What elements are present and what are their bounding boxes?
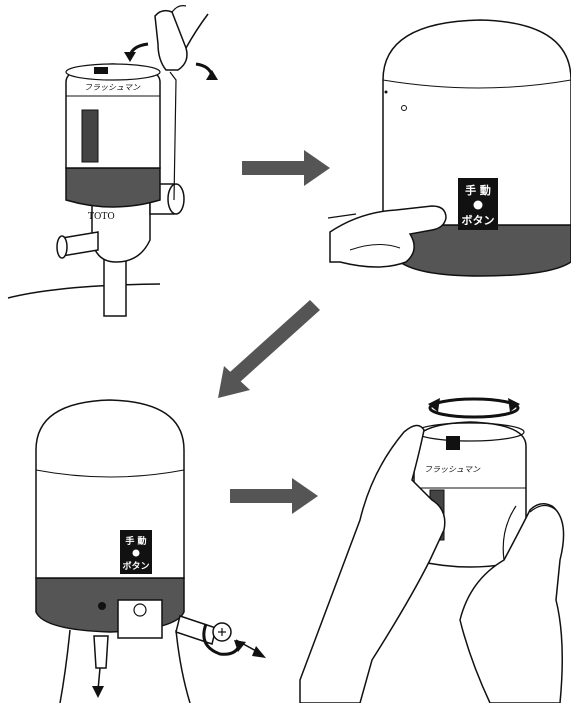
panel-press-manual-button: 手 動 ボタン — [328, 20, 571, 276]
arrow-right-icon — [242, 150, 330, 186]
strainer-side — [176, 616, 216, 644]
manual-button-label-1: 手 動 — [465, 183, 491, 197]
arrow-right-icon — [230, 478, 318, 514]
brand-label: TOTO — [88, 212, 115, 222]
manual-button[interactable]: 手 動 ボタン — [120, 530, 152, 574]
arrow-down-left-icon — [218, 300, 320, 398]
manual-button[interactable]: 手 動 ボタン — [458, 178, 498, 230]
hand — [155, 11, 187, 70]
panel-remove-cap: TOTO フラッシュマン — [8, 6, 218, 316]
panel-remove-strainer: 手 動 ボタン — [36, 400, 266, 703]
panel-reattach-cap: フラッシュマン — [300, 398, 564, 703]
manual-button-label-1: 手 動 — [125, 535, 146, 547]
flush-unit-cover — [36, 400, 184, 578]
manual-button-label-2: ボタン — [122, 560, 149, 572]
unit-base — [66, 168, 160, 207]
rotate-icon — [428, 398, 520, 417]
drain-pipe — [104, 258, 126, 316]
strainer-bottom — [94, 636, 108, 668]
logo-text: フラッシュマン — [424, 465, 481, 474]
logo-text: フラッシュマン — [84, 83, 141, 92]
manual-button-label-2: ボタン — [462, 213, 495, 227]
